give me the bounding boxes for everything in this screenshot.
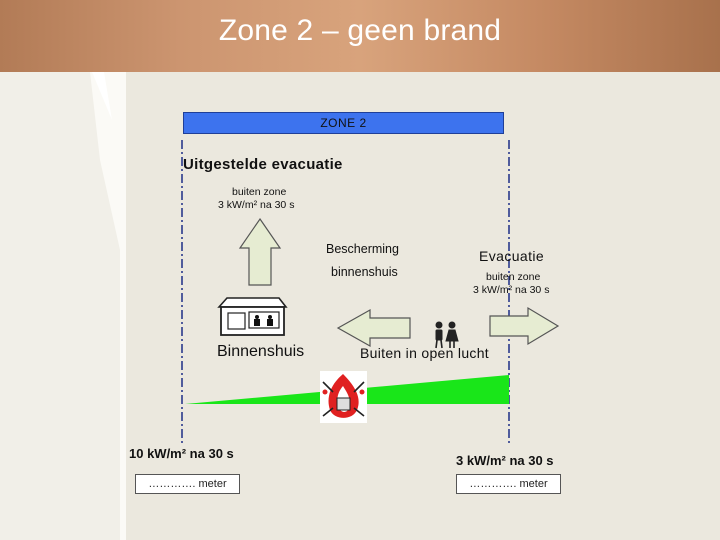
evacuation-line1: buiten zone (486, 271, 540, 283)
outdoors-label: Buiten in open lucht (360, 345, 489, 361)
right-threshold-label: 3 kW/m² na 30 s (456, 453, 554, 468)
indoors-label: Binnenshuis (217, 343, 304, 361)
delayed-evacuation-line1: buiten zone (232, 186, 286, 198)
fire-hazard-icon (320, 371, 367, 423)
delayed-evacuation-heading: Uitgestelde evacuatie (183, 156, 343, 173)
house-icon (219, 298, 286, 335)
protection-line1: Bescherming (326, 242, 399, 256)
left-threshold-label: 10 kW/m² na 30 s (129, 446, 234, 461)
evacuation-line2: 3 kW/m² na 30 s (473, 284, 549, 296)
zone-2-bar: ZONE 2 (183, 112, 504, 134)
left-arrow-icon (338, 310, 410, 346)
right-distance-box: …………. meter (456, 474, 561, 494)
up-arrow-icon (240, 219, 280, 285)
left-white-shape (90, 72, 126, 540)
left-distance-box: …………. meter (135, 474, 240, 494)
delayed-evacuation-line2: 3 kW/m² na 30 s (218, 199, 294, 211)
right-arrow-icon (490, 308, 558, 344)
evacuation-heading: Evacuatie (479, 248, 544, 264)
protection-line2: binnenshuis (331, 265, 398, 279)
